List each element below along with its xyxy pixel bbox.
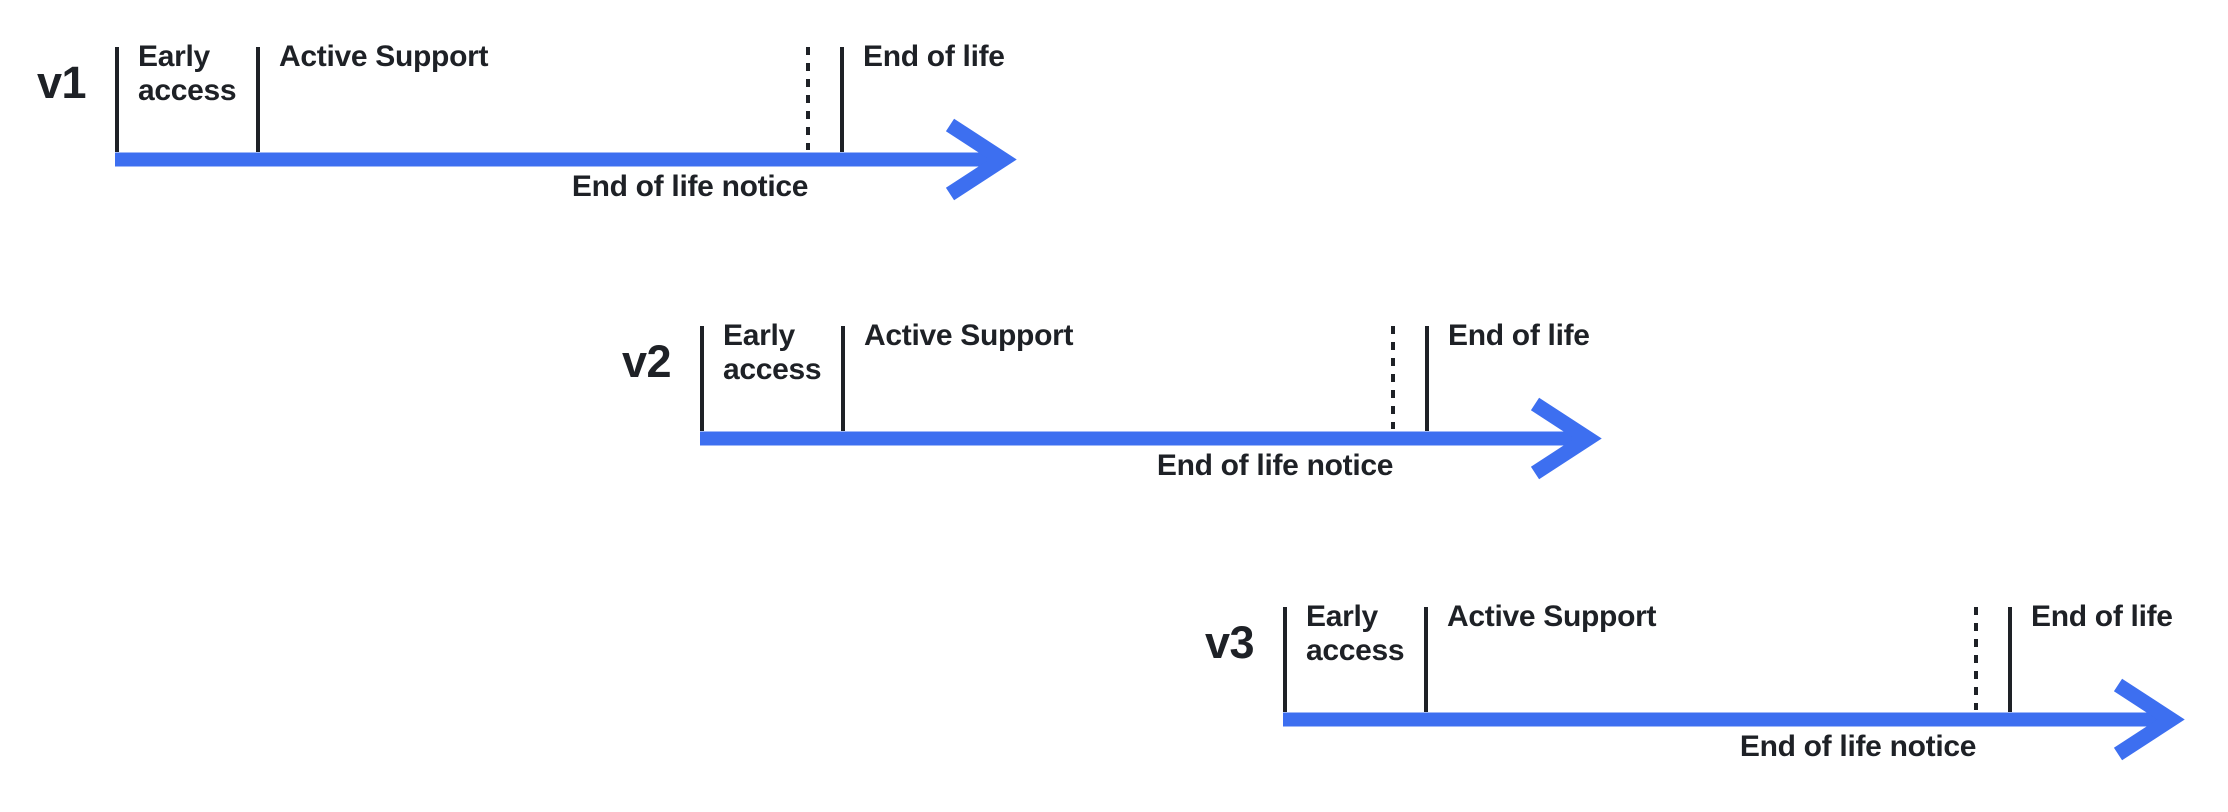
end-of-life-tick xyxy=(1425,326,1429,431)
early-access-start-tick xyxy=(115,47,119,152)
version-label: v1 xyxy=(36,57,87,108)
early-access-start-tick xyxy=(1283,607,1287,712)
early-access-label: Early access xyxy=(138,40,237,107)
eol-notice-dashed-line xyxy=(1974,607,1978,710)
end-of-life-tick xyxy=(840,47,844,152)
active-support-label: Active Support xyxy=(279,40,489,73)
version-label: v2 xyxy=(621,336,672,387)
arrow-head-icon xyxy=(1530,397,1602,480)
early-access-start-tick xyxy=(700,326,704,431)
timeline-row-v2: v2 Early access Active Support End of li… xyxy=(585,279,1665,519)
timeline-row-v3: v3 Early access Active Support End of li… xyxy=(1168,560,2228,800)
timeline-arrow xyxy=(700,397,1602,480)
end-of-life-notice-label: End of life notice xyxy=(1739,730,1977,763)
eol-notice-dashed-line xyxy=(806,47,810,150)
timeline-bar xyxy=(1283,712,2163,727)
active-support-label: Active Support xyxy=(1447,600,1657,633)
end-of-life-tick xyxy=(2008,607,2012,712)
eol-notice-dashed-line xyxy=(1391,326,1395,429)
active-support-start-tick xyxy=(256,47,260,152)
active-support-label: Active Support xyxy=(864,319,1074,352)
end-of-life-label: End of life xyxy=(2031,600,2173,633)
timeline-row-v1: v1 Early access Active Support End of li… xyxy=(0,0,1080,240)
arrow-head-icon xyxy=(945,118,1017,201)
timeline-bar xyxy=(115,152,995,167)
early-access-label: Early access xyxy=(1306,600,1405,667)
timeline-arrow xyxy=(1283,678,2185,761)
end-of-life-notice-label: End of life notice xyxy=(1156,449,1394,482)
early-access-label: Early access xyxy=(723,319,822,386)
end-of-life-notice-label: End of life notice xyxy=(571,170,809,203)
timeline-arrow xyxy=(115,118,1017,201)
end-of-life-label: End of life xyxy=(863,40,1005,73)
arrow-head-icon xyxy=(2113,678,2185,761)
timeline-bar xyxy=(700,431,1580,446)
active-support-start-tick xyxy=(841,326,845,431)
end-of-life-label: End of life xyxy=(1448,319,1590,352)
active-support-start-tick xyxy=(1424,607,1428,712)
version-label: v3 xyxy=(1204,617,1255,668)
